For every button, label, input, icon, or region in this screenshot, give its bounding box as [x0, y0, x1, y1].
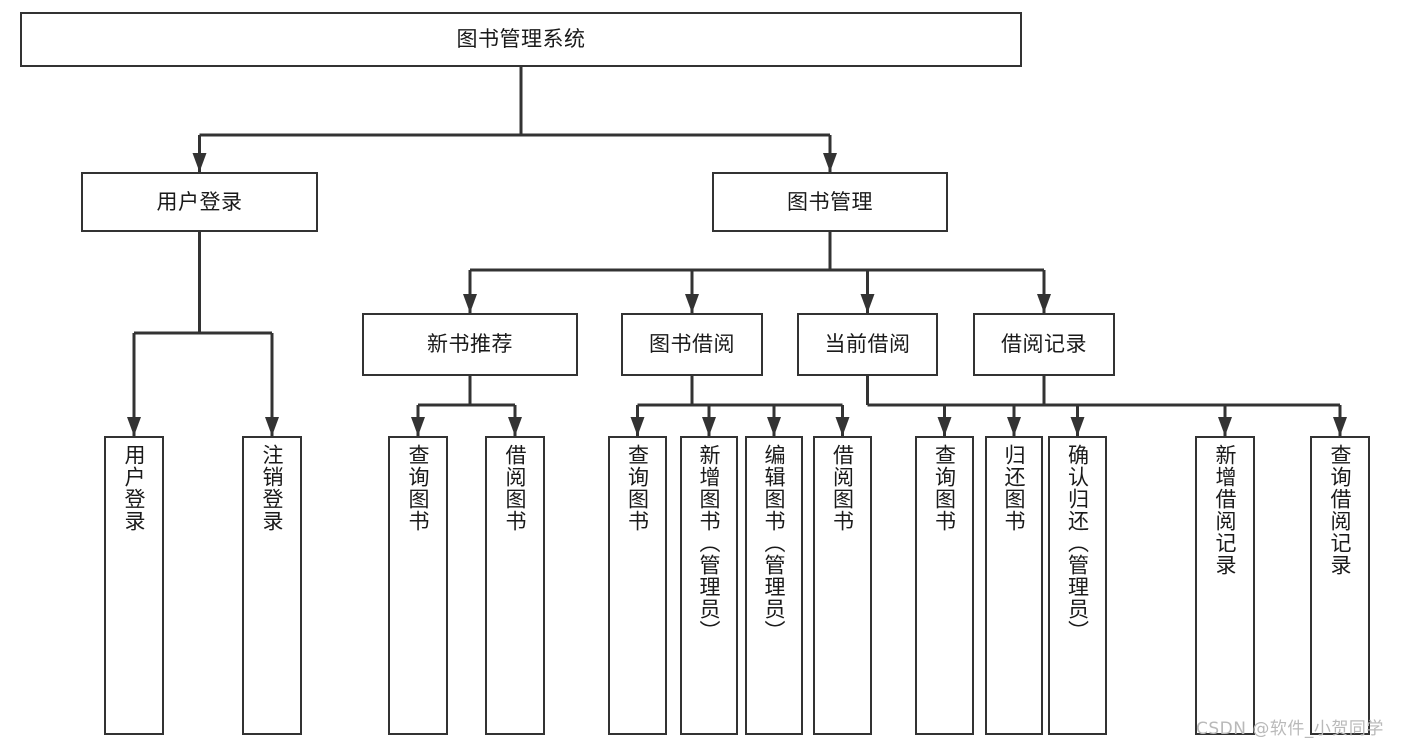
node-newbook[interactable]: 新书推荐 [362, 313, 578, 376]
node-borrow[interactable]: 图书借阅 [621, 313, 763, 376]
node-leaf-1[interactable]: 用户登录 [104, 436, 164, 735]
node-label-leaf-3: 查询图书 [406, 444, 431, 532]
node-label-leaf-4: 借阅图书 [503, 444, 528, 532]
arrowhead-bookmgmt [823, 153, 837, 172]
node-label-leaf-10: 归还图书 [1002, 444, 1027, 532]
node-current[interactable]: 当前借阅 [797, 313, 938, 376]
arrowhead-borrow [685, 294, 699, 313]
arrowhead-records [1037, 294, 1051, 313]
node-login[interactable]: 用户登录 [81, 172, 318, 232]
node-label-leaf-2: 注销登录 [260, 444, 285, 532]
node-label-leaf-6: 新增图书（管理员） [697, 444, 722, 642]
arrowhead-leaf-7 [767, 417, 781, 436]
arrowhead-leaf-12 [1218, 417, 1232, 436]
node-records[interactable]: 借阅记录 [973, 313, 1115, 376]
node-label-newbook: 新书推荐 [427, 332, 513, 357]
node-label-leaf-11: 确认归还（管理员） [1065, 444, 1090, 642]
arrowhead-leaf-13 [1333, 417, 1347, 436]
arrowhead-leaf-2 [265, 417, 279, 436]
node-leaf-11[interactable]: 确认归还（管理员） [1048, 436, 1107, 735]
node-label-root: 图书管理系统 [456, 27, 586, 52]
node-label-leaf-5: 查询图书 [625, 444, 650, 532]
arrowhead-leaf-8 [835, 417, 850, 436]
edge-group [127, 67, 1347, 436]
arrowhead-leaf-5 [630, 417, 645, 436]
node-label-bookmgmt: 图书管理 [787, 189, 873, 214]
arrowhead-login [192, 153, 207, 172]
arrowhead-leaf-3 [411, 417, 425, 436]
watermark-label: CSDN @软件_小贺同学 [1196, 719, 1384, 739]
node-label-leaf-7: 编辑图书（管理员） [762, 444, 787, 642]
node-leaf-4[interactable]: 借阅图书 [485, 436, 545, 735]
node-label-borrow: 图书借阅 [649, 332, 735, 357]
arrowhead-current [860, 294, 875, 313]
node-label-current: 当前借阅 [824, 332, 911, 357]
arrowhead-newbook [463, 294, 477, 313]
node-leaf-3[interactable]: 查询图书 [388, 436, 448, 735]
arrowhead-leaf-1 [127, 417, 141, 436]
arrowhead-leaf-6 [702, 417, 716, 436]
node-label-leaf-1: 用户登录 [122, 444, 147, 532]
node-leaf-5[interactable]: 查询图书 [608, 436, 667, 735]
node-leaf-13[interactable]: 查询借阅记录 [1310, 436, 1370, 735]
node-leaf-2[interactable]: 注销登录 [242, 436, 302, 735]
node-label-leaf-13: 查询借阅记录 [1328, 444, 1353, 576]
node-leaf-10[interactable]: 归还图书 [985, 436, 1043, 735]
node-root[interactable]: 图书管理系统 [20, 12, 1022, 67]
node-leaf-8[interactable]: 借阅图书 [813, 436, 872, 735]
arrowhead-leaf-11 [1070, 417, 1085, 436]
arrowhead-leaf-9 [937, 417, 952, 436]
node-label-leaf-12: 新增借阅记录 [1213, 444, 1238, 576]
arrowhead-leaf-10 [1007, 417, 1021, 436]
node-label-records: 借阅记录 [1001, 332, 1087, 357]
node-leaf-12[interactable]: 新增借阅记录 [1195, 436, 1255, 735]
node-label-leaf-8: 借阅图书 [830, 444, 855, 532]
node-label-leaf-9: 查询图书 [932, 444, 957, 532]
node-leaf-9[interactable]: 查询图书 [915, 436, 974, 735]
node-bookmgmt[interactable]: 图书管理 [712, 172, 948, 232]
arrowhead-leaf-4 [508, 417, 522, 436]
node-leaf-6[interactable]: 新增图书（管理员） [680, 436, 738, 735]
node-leaf-7[interactable]: 编辑图书（管理员） [745, 436, 803, 735]
node-label-login: 用户登录 [156, 189, 243, 214]
